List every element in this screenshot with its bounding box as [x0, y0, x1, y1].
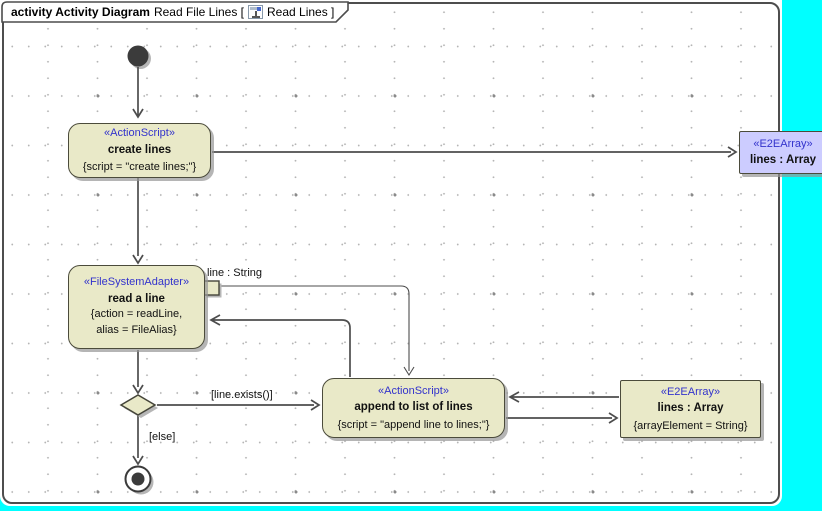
activity-diagram-icon [248, 5, 263, 19]
action-append-to-list[interactable]: «ActionScript» append to list of lines {… [322, 378, 505, 438]
action-spec-line1: {action = readLine, [90, 308, 183, 321]
pin-label: line : String [207, 267, 263, 279]
edge-decision-to-final[interactable] [132, 415, 144, 466]
object-node-lines-array-right[interactable]: «E2EArray» lines : Array [739, 131, 822, 174]
edge-initial-to-create[interactable] [132, 67, 144, 119]
guard-else: [else] [149, 431, 176, 443]
edge-create-to-array[interactable] [212, 146, 738, 158]
action-create-lines[interactable]: «ActionScript» create lines {script = "c… [68, 123, 211, 178]
action-spec-line2: alias = FileAlias} [96, 323, 177, 336]
edge-create-to-read[interactable] [132, 178, 144, 265]
decision-node[interactable] [119, 394, 157, 416]
object-name: lines : Array [657, 402, 724, 415]
edge-append-to-array[interactable] [506, 412, 619, 424]
diagram-ref-label: Read Lines ] [267, 5, 335, 19]
action-read-a-line[interactable]: «FileSystemAdapter» read a line {action … [68, 265, 205, 349]
diagram-kind-label: activity Activity Diagram [11, 5, 150, 19]
edge-pin-to-append[interactable] [219, 285, 415, 377]
output-pin[interactable] [203, 280, 220, 296]
stereotype-label: «E2EArray» [660, 385, 721, 398]
action-name: create lines [107, 143, 172, 156]
stereotype-label: «ActionScript» [378, 384, 449, 397]
stereotype-label: «ActionScript» [104, 127, 175, 140]
guard-line-exists: [line.exists()] [211, 389, 273, 401]
action-spec: {script = "create lines;"} [82, 161, 197, 174]
action-name: read a line [108, 293, 165, 306]
action-name: append to list of lines [354, 401, 473, 414]
stereotype-label: «FileSystemAdapter» [83, 276, 190, 289]
diagram-name-label: Read File Lines [ [153, 5, 244, 19]
edge-decision-to-append[interactable] [157, 399, 321, 411]
object-node-lines-array-bottom[interactable]: «E2EArray» lines : Array {arrayElement =… [620, 380, 761, 438]
object-name: lines : Array [749, 154, 817, 167]
final-node-core [131, 472, 145, 486]
frame-tab[interactable]: activity Activity Diagram Read File Line… [11, 4, 334, 20]
initial-node[interactable] [127, 45, 149, 67]
edge-array-to-append[interactable] [508, 391, 619, 403]
edge-read-to-decision[interactable] [132, 350, 144, 395]
stereotype-label: «E2EArray» [753, 137, 813, 150]
object-spec: {arrayElement = String} [633, 419, 748, 432]
edge-append-to-read-loop[interactable] [209, 314, 351, 377]
action-spec: {script = "append line to lines;"} [337, 418, 490, 431]
